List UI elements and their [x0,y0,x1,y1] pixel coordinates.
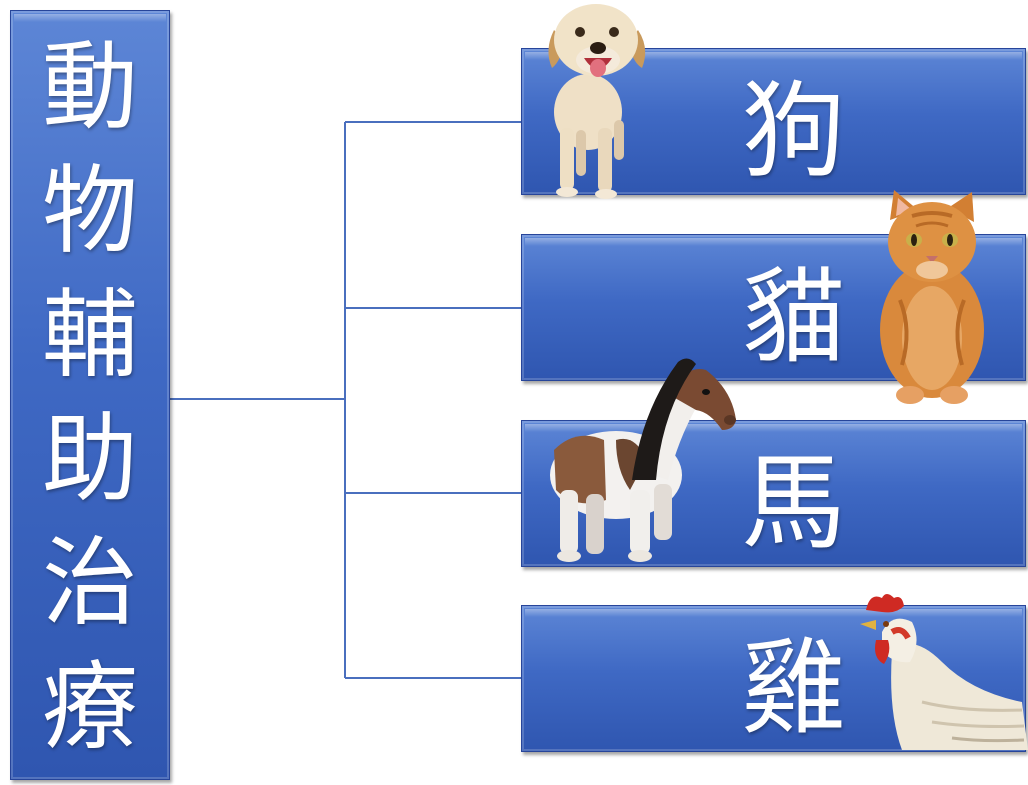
rooster-icon [860,594,1028,750]
branch-label: 狗 [741,70,846,192]
branch-label: 馬 [741,442,846,564]
root-char: 治 [42,527,138,639]
horse-icon [550,358,736,562]
root-title: 動 物 輔 助 治 療 [11,25,169,769]
root-char: 物 [42,155,138,267]
root-char: 助 [42,403,138,515]
root-char: 療 [42,651,138,763]
root-char: 輔 [42,279,138,391]
dog-icon [548,4,646,199]
branch-label: 貓 [741,256,846,378]
root-char: 動 [42,31,138,143]
root-node: 動 物 輔 助 治 療 [10,10,170,780]
branch-label: 雞 [741,627,846,749]
cat-icon [880,190,984,404]
